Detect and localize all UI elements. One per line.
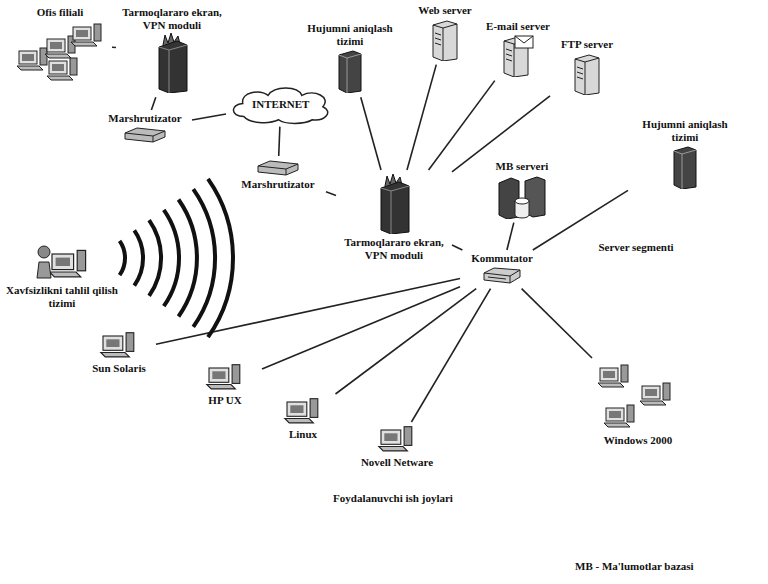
network-link (429, 81, 495, 170)
ws-icon (377, 426, 417, 454)
network-link (407, 65, 436, 170)
security-scanner: Xavfsizlikni tahlil qilish tizimi (6, 236, 118, 309)
device-label: Windows 2000 (604, 434, 673, 447)
network-link (507, 223, 514, 250)
mail-icon (501, 35, 535, 77)
icon-holder (572, 51, 602, 97)
workstation: Sun Solaris (84, 330, 154, 375)
branch-office: Ofis filiali (10, 6, 110, 83)
icon-holder (256, 158, 300, 178)
icon-holder (337, 47, 363, 95)
ids-icon (672, 145, 698, 189)
network-link (279, 127, 280, 156)
device-label: Hujumni aniqlash tizimi (630, 118, 740, 143)
network-switch: Kommutator (462, 252, 542, 287)
device-label: MB serveri (496, 160, 549, 173)
ftp-server: FTP server (552, 38, 622, 97)
workstation: HP UX (190, 362, 260, 407)
ids-icon (337, 49, 363, 93)
region-label-holder: Foydalanuvchi ish joylari (333, 492, 453, 505)
region-label: Foydalanuvchi ish joylari (333, 492, 453, 505)
device-label: Marshrutizator (241, 178, 314, 191)
icon-holder (430, 17, 460, 63)
workstation: Linux (268, 396, 338, 441)
device-label: Xavfsizlikni tahlil qilish tizimi (6, 284, 118, 309)
icon-holder (596, 360, 680, 434)
ws-icon (205, 364, 245, 392)
router-icon (256, 160, 300, 176)
icon-holder (155, 31, 189, 95)
icon-holder (672, 143, 698, 191)
scan-icon (36, 238, 88, 282)
network-link (262, 287, 460, 369)
workstation: Novell Netware (352, 424, 442, 469)
network-link (361, 97, 381, 170)
icon-holder (36, 236, 88, 284)
device-label: Sun Solaris (92, 362, 146, 375)
icon-holder (15, 19, 105, 83)
router: Marshrutizator (232, 158, 324, 191)
device-label: Tarmoqlararo ekran, VPN moduli (118, 6, 226, 31)
srv-icon (430, 19, 460, 61)
device-label: Tarmoqlararo ekran, VPN moduli (338, 236, 450, 261)
workstation-group: Windows 2000 (588, 360, 688, 447)
ws-icon (99, 332, 139, 360)
network-link (326, 192, 336, 196)
firewall-vpn: Tarmoqlararo ekran, VPN moduli (338, 172, 450, 261)
intrusion-detection: Hujumni aniqlash tizimi (630, 118, 740, 191)
ws-icon (283, 398, 323, 426)
device-label: HP UX (208, 394, 241, 407)
cloud-label: INTERNET (252, 98, 309, 111)
fw-icon (155, 33, 189, 93)
network-link (522, 289, 592, 358)
intrusion-detection: Hujumni aniqlash tizimi (300, 22, 400, 95)
region-label-holder: Server segmenti (586, 241, 686, 254)
network-link (452, 245, 462, 250)
network-link (192, 114, 226, 120)
device-label: E-mail server (486, 20, 550, 33)
icon-holder (99, 330, 139, 362)
db-icon (497, 175, 547, 219)
web-server: Web server (405, 4, 485, 63)
device-label: FTP server (561, 38, 613, 51)
note-label: MB - Ma'lumotlar bazasi (575, 560, 694, 573)
firewall-vpn: Tarmoqlararo ekran, VPN moduli (118, 6, 226, 95)
srv-icon (572, 53, 602, 95)
internet-cloud: INTERNET (228, 84, 333, 125)
region-label: Server segmenti (586, 241, 686, 254)
switch-icon (482, 267, 522, 285)
ws3-icon (596, 362, 680, 432)
device-label: Linux (289, 428, 317, 441)
icon-holder (497, 173, 547, 221)
icon-holder (205, 362, 245, 394)
pcs-icon (15, 21, 105, 81)
device-label: Hujumni aniqlash tizimi (300, 22, 400, 47)
network-link (112, 46, 116, 48)
device-label: Ofis filiali (37, 6, 84, 19)
icon-holder (482, 265, 522, 287)
device-label: Marshrutizator (108, 112, 181, 125)
fw-icon (377, 174, 411, 234)
mail-server: E-mail server (478, 20, 558, 79)
icon-holder (123, 125, 167, 145)
device-label: Kommutator (471, 252, 533, 265)
device-label: Web server (418, 4, 471, 17)
workstation-region: Foydalanuvchi ish joylari Sun Solaris HP U… (15, 290, 755, 584)
network-link (411, 289, 490, 422)
icon-holder (283, 396, 323, 428)
database-server: MB serveri (482, 160, 562, 221)
device-label: Novell Netware (361, 456, 433, 469)
network-link (452, 96, 550, 172)
icon-holder (377, 172, 411, 236)
icon-holder (501, 33, 535, 79)
network-link (335, 289, 476, 394)
icon-holder (377, 424, 417, 456)
network-link (151, 97, 155, 110)
router-icon (123, 127, 167, 143)
router: Marshrutizator (100, 112, 190, 145)
